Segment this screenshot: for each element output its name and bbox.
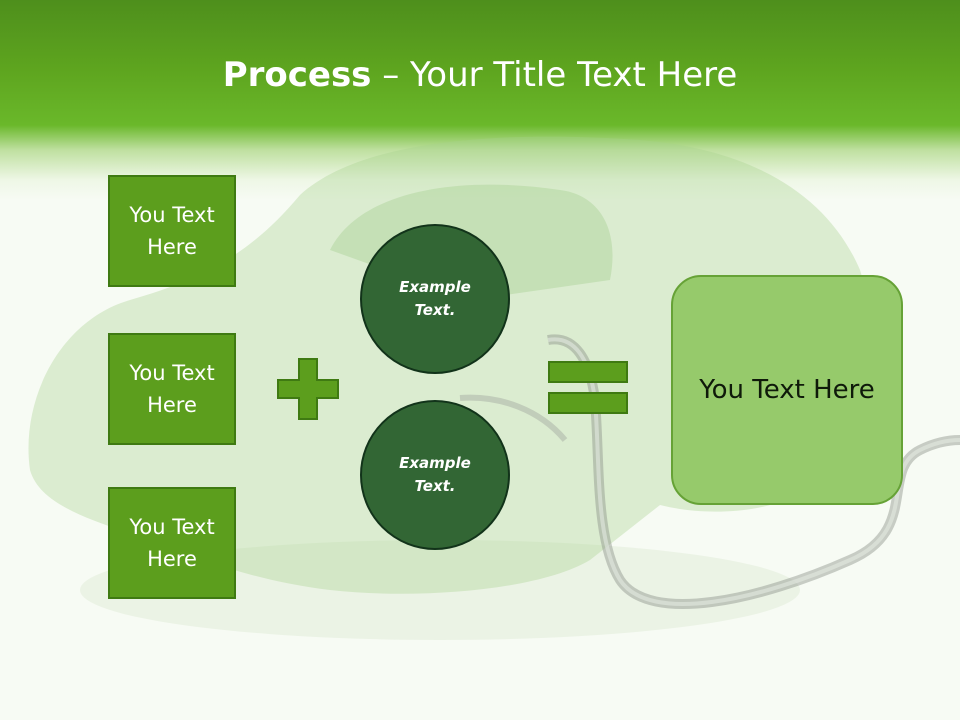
circle-2-label: Example Text. [399, 454, 471, 495]
circle-1-label: Example Text. [399, 278, 471, 319]
title-bar [0, 0, 960, 200]
input-box-1-label: You Text Here [129, 203, 215, 259]
plus-sign-icon [277, 358, 339, 420]
title-rest: – Your Title Text Here [371, 55, 738, 95]
input-box-3: You Text Here [108, 487, 236, 599]
input-box-2: You Text Here [108, 333, 236, 445]
title-bold: Process [222, 55, 372, 95]
input-box-2-label: You Text Here [129, 361, 215, 417]
equals-sign-icon [548, 361, 628, 414]
circle-1: Example Text. [360, 224, 510, 374]
circle-2: Example Text. [360, 400, 510, 550]
result-box-label: You Text Here [699, 375, 875, 405]
result-box: You Text Here [671, 275, 903, 505]
input-box-3-label: You Text Here [129, 515, 215, 571]
input-box-1: You Text Here [108, 175, 236, 287]
page-title: Process – Your Title Text Here [0, 52, 960, 98]
